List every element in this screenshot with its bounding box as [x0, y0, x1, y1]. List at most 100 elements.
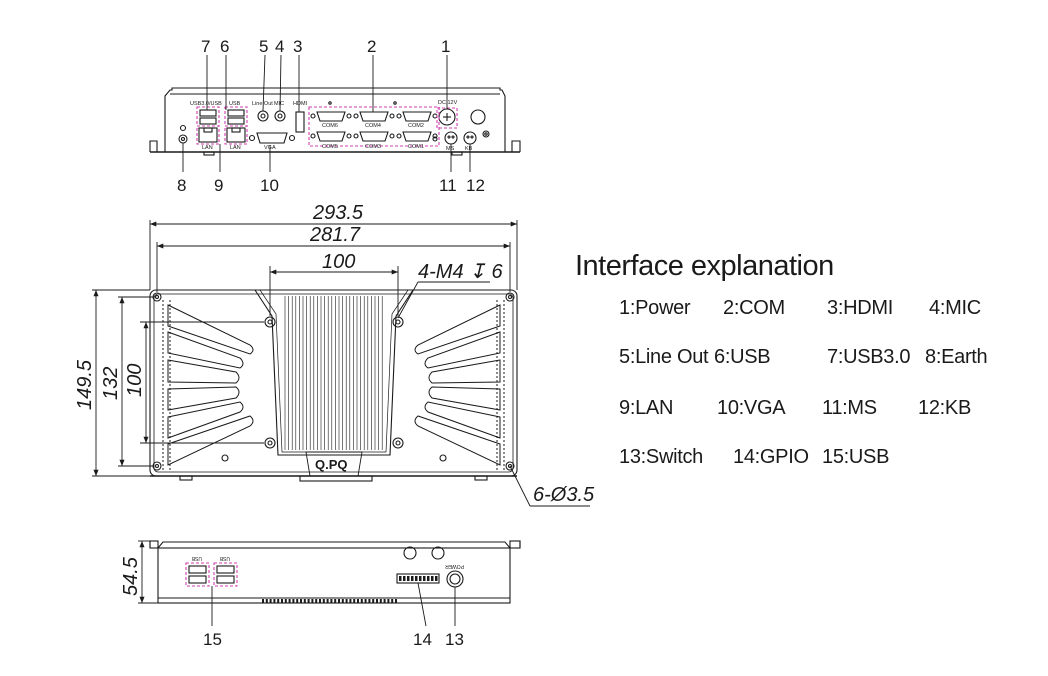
front-view — [149, 87, 521, 156]
front-callout-leaders — [182, 54, 471, 172]
top-view-logo: Q.PQ — [315, 457, 348, 472]
top-dimensions — [92, 220, 590, 507]
callout-2: 2 — [367, 37, 376, 56]
rear-vent-slot — [277, 599, 280, 603]
gpio-pin — [407, 576, 410, 581]
callout-11: 11 — [439, 176, 457, 195]
top-view — [149, 289, 518, 482]
dim-inner-height: 100 — [124, 364, 146, 397]
legend-item-mic: 4:MIC — [929, 297, 981, 319]
legend-item-line-out: 5:Line Out — [619, 346, 709, 368]
gpio-pin — [419, 576, 422, 581]
rear-vent-slot — [281, 599, 283, 603]
callout-1: 1 — [441, 37, 450, 56]
legend-item-usb-rear: 15:USB — [822, 446, 890, 468]
dim-hole-width: 281.7 — [309, 224, 361, 246]
dim-hole-height: 132 — [100, 367, 122, 400]
rear-vent-slot — [326, 599, 329, 603]
gpio-pin — [399, 576, 402, 581]
callout-12: 12 — [466, 176, 485, 195]
rear-vent-slot — [273, 599, 276, 603]
interface-legend: Interface explanation — [575, 250, 1035, 283]
rear-vent-slot — [300, 599, 302, 603]
rear-vent-slot — [379, 599, 382, 603]
top-dimension-labels: 293.5 281.7 100 4-M4 ↧ 6 6-Ø3.5 149.5 13… — [74, 202, 595, 506]
dim-overall-width: 293.5 — [312, 202, 364, 224]
rear-vent-slot — [391, 599, 394, 603]
legend-item-hdmi: 3:HDMI — [827, 297, 893, 319]
left-fins — [162, 300, 254, 470]
label-hdmi: HDMI — [293, 101, 308, 107]
rear-vent-slot — [341, 599, 344, 603]
dim-mount-holes: 6-Ø3.5 — [533, 484, 595, 506]
rear-usb-label-1: USB — [191, 555, 202, 561]
legend-item-lan: 9:LAN — [619, 397, 674, 419]
rear-dimensions — [138, 540, 456, 627]
label-usb30-usb: USB3.0/USB — [190, 101, 222, 107]
gpio-pins — [399, 576, 438, 581]
rear-vent-slot — [349, 599, 352, 603]
dim-rear-height: 54.5 — [120, 556, 142, 596]
label-vga: VGA — [264, 145, 276, 151]
label-kb: KB — [465, 146, 473, 152]
gpio-pin — [435, 576, 438, 581]
callout-8: 8 — [177, 176, 186, 195]
rear-vent-slot — [345, 599, 348, 603]
rear-view — [149, 540, 521, 604]
label-com2: COM2 — [408, 123, 424, 129]
legend-item-earth: 8:Earth — [925, 346, 988, 368]
callout-13: 13 — [445, 630, 464, 649]
legend-item-power: 1:Power — [619, 297, 691, 319]
callout-15: 15 — [203, 630, 222, 649]
gpio-pin — [403, 576, 406, 581]
dim-overall-height: 149.5 — [74, 359, 96, 410]
label-mic: MIC — [274, 101, 284, 107]
rear-vent-slot — [288, 599, 291, 603]
label-line-out: Line Out — [252, 101, 273, 107]
legend-item-switch: 13:Switch — [619, 446, 704, 468]
heatsink-fins — [284, 296, 383, 450]
rear-vent-slot — [353, 599, 356, 603]
rear-vent-slot — [319, 599, 321, 603]
callout-5: 5 — [259, 37, 268, 56]
rear-vent-slot — [383, 599, 386, 603]
rear-vent-slot — [364, 599, 367, 603]
callout-9: 9 — [214, 176, 223, 195]
gpio-pin — [423, 576, 426, 581]
rear-vent-slot — [395, 599, 397, 603]
label-com4: COM4 — [365, 123, 381, 129]
rear-vent-slot — [368, 599, 371, 603]
rear-vent-slot — [292, 599, 295, 603]
rear-vent-slot — [387, 599, 390, 603]
rear-vent-slot — [262, 599, 264, 603]
gpio-pin — [427, 576, 430, 581]
label-ms: MS — [446, 146, 455, 152]
rear-vent-slot — [334, 599, 337, 603]
callout-3: 3 — [293, 37, 302, 56]
front-highlight-boxes — [196, 106, 458, 147]
rear-usb-label-2: USB — [219, 555, 230, 561]
rear-vent-slot — [376, 599, 378, 603]
label-com6: COM6 — [322, 123, 338, 129]
rear-highlight-boxes — [185, 562, 238, 587]
legend-title: Interface explanation — [575, 250, 834, 282]
right-fins — [414, 300, 505, 470]
rear-vents — [262, 599, 397, 603]
legend-item-kb: 12:KB — [918, 397, 971, 419]
label-com1: COM1 — [408, 144, 424, 150]
rear-vent-slot — [303, 599, 306, 603]
gpio-pin — [411, 576, 414, 581]
rear-vent-slot — [284, 599, 287, 603]
gpio-pin — [431, 576, 434, 581]
dim-thread: 4-M4 ↧ 6 — [418, 261, 503, 283]
front-callouts: 7 6 5 4 3 2 1 8 9 10 11 12 — [177, 37, 485, 195]
rear-vent-slot — [311, 599, 314, 603]
callout-7: 7 — [201, 37, 210, 56]
legend-item-gpio: 14:GPIO — [733, 446, 809, 468]
rear-vent-slot — [330, 599, 333, 603]
rear-vent-slot — [269, 599, 272, 603]
rear-vent-slot — [372, 599, 375, 603]
rear-vent-slot — [315, 599, 318, 603]
legend-item-ms: 11:MS — [822, 397, 877, 419]
